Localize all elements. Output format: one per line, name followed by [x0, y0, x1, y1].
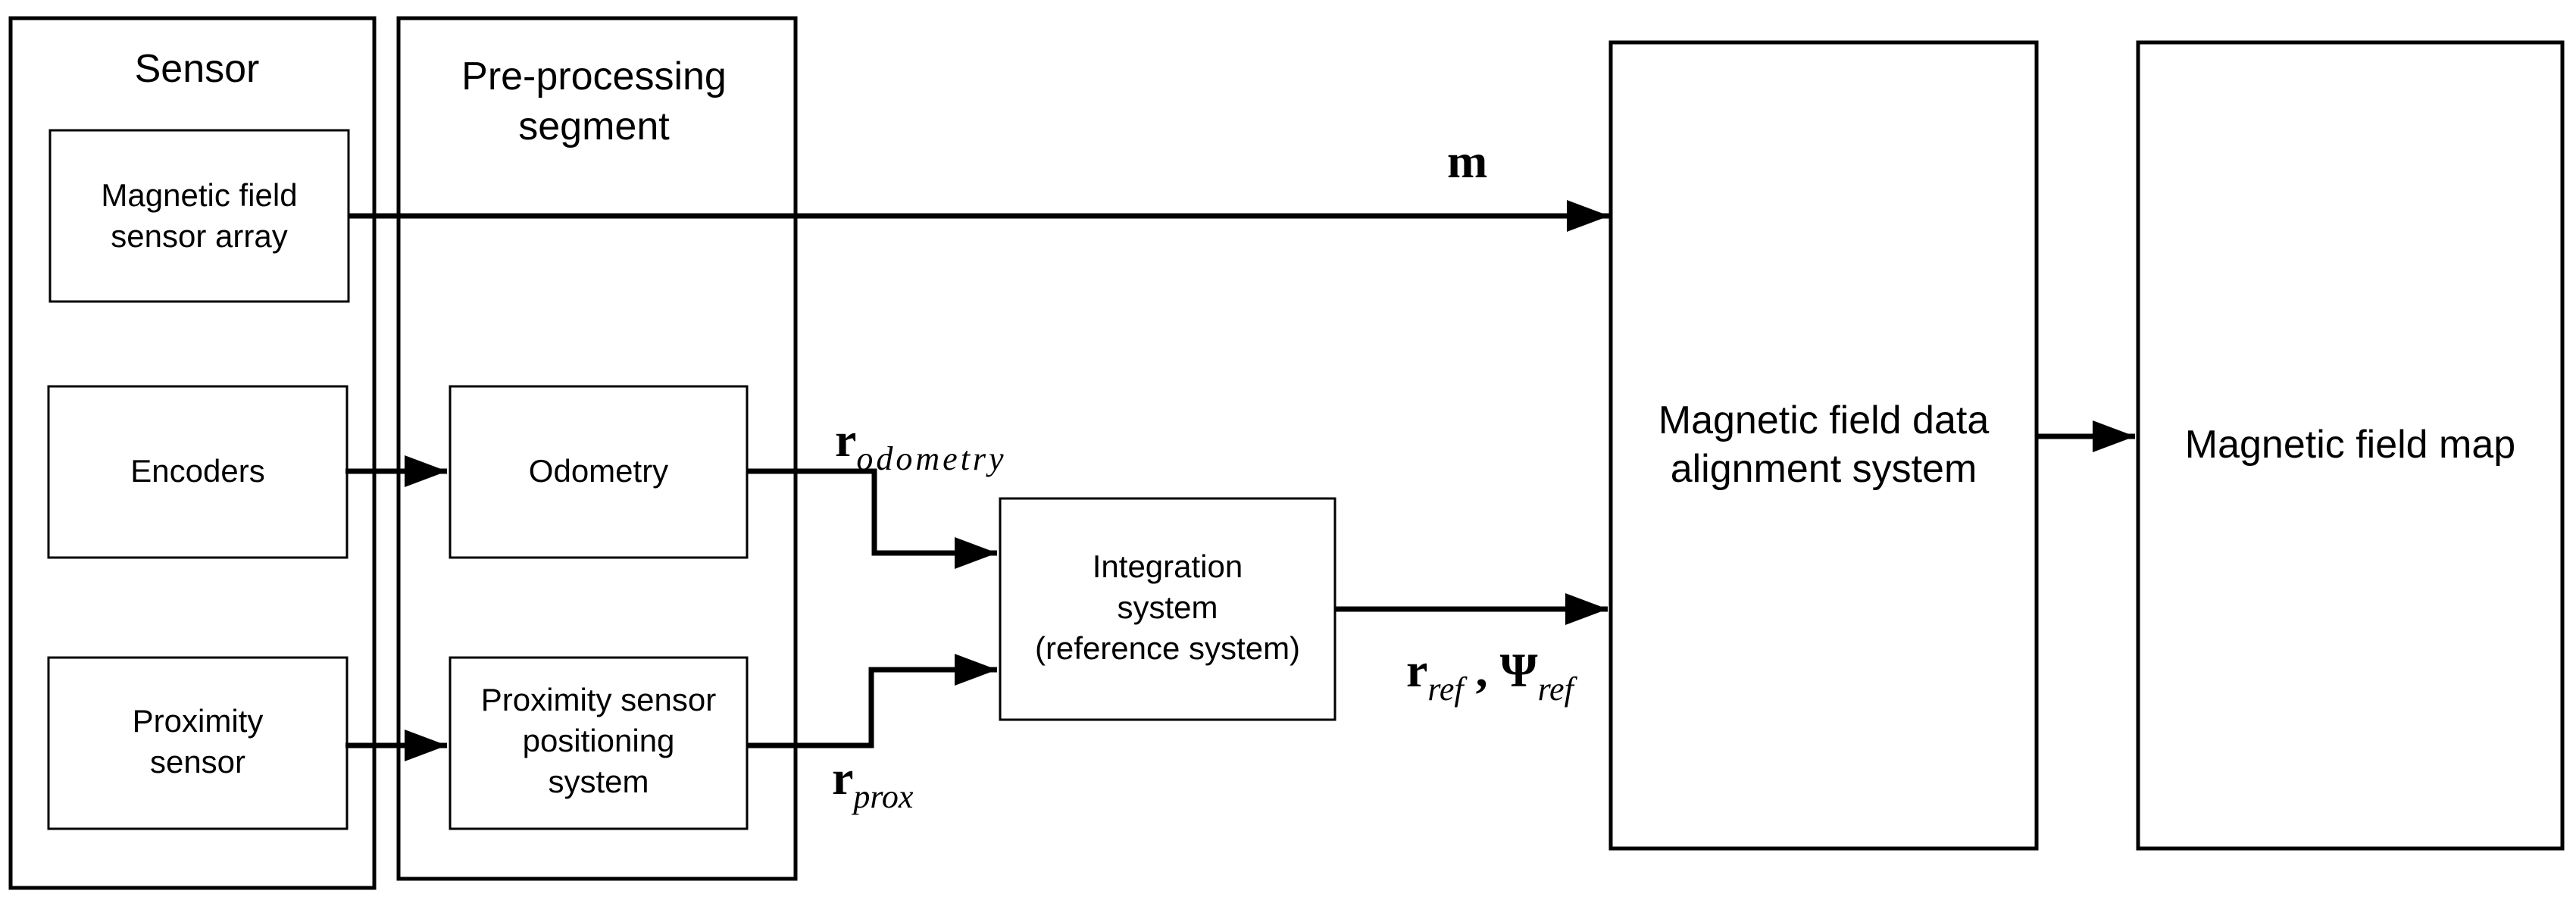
signal-r-ref-symbol: r	[1406, 643, 1427, 697]
alignment-label-line2: alignment system	[1671, 447, 1977, 491]
magnetic-sensor-array-frame	[48, 129, 350, 303]
alignment-label-line1: Magnetic field data	[1658, 398, 1990, 442]
proximity-positioning-label-line3: system	[548, 764, 649, 799]
proximity-positioning-frame	[449, 656, 749, 830]
field-map-frame	[2136, 40, 2565, 851]
integration-system-block: Integration system (reference system)	[999, 497, 1336, 721]
sensor-group-title: Sensor	[135, 47, 260, 91]
proximity-sensor-label-line2: sensor	[150, 744, 245, 780]
odometry-frame	[449, 385, 749, 559]
integration-label-line2: system	[1117, 589, 1218, 625]
alignment-system-block: Magnetic field data alignment system	[1608, 40, 2039, 851]
preprocessing-title-line2: segment	[518, 105, 670, 148]
magnetic-sensor-array-label-line1: Magnetic field	[101, 177, 297, 213]
arrow-positioning-to-integration	[747, 654, 997, 748]
magnetic-sensor-array-label-line2: sensor array	[111, 218, 287, 254]
signal-r-prox-subscript: prox	[851, 778, 913, 815]
proximity-positioning-block: Proximity sensor positioning system	[449, 656, 749, 830]
odometry-label: Odometry	[529, 453, 668, 489]
preprocessing-title-line1: Pre-processing	[461, 55, 727, 98]
field-map-block: Magnetic field map	[2136, 40, 2565, 851]
magnetic-sensor-array-block: Magnetic field sensor array	[48, 129, 350, 303]
integration-system-frame	[999, 497, 1336, 721]
encoders-block: Encoders	[47, 385, 349, 559]
encoders-frame	[47, 385, 349, 559]
signal-r-odometry-symbol: r	[835, 413, 856, 467]
integration-label-line3: (reference system)	[1035, 630, 1300, 666]
proximity-sensor-frame	[47, 656, 349, 830]
signal-r-odometry-label: rodometry	[835, 413, 1007, 477]
integration-label-line1: Integration	[1093, 548, 1243, 584]
signal-psi-ref-subscript: ref	[1538, 670, 1578, 708]
proximity-positioning-label-line1: Proximity sensor	[481, 682, 716, 717]
odometry-block: Odometry	[449, 385, 749, 559]
signal-r-ref-subscript: ref	[1427, 670, 1468, 708]
signal-r-ref-separator: ,	[1464, 643, 1500, 697]
signal-r-odometry-subscript: odometry	[856, 440, 1006, 477]
alignment-system-frame	[1608, 40, 2039, 851]
encoders-label: Encoders	[130, 453, 264, 489]
signal-r-prox-symbol: r	[832, 751, 853, 805]
signal-r-prox-label: rprox	[832, 751, 914, 815]
signal-m-label: m	[1447, 134, 1487, 188]
proximity-positioning-label-line2: positioning	[523, 723, 675, 758]
proximity-sensor-label-line1: Proximity	[133, 703, 264, 739]
proximity-sensor-block: Proximity sensor	[47, 656, 349, 830]
arrow-odometry-to-integration	[747, 468, 997, 569]
field-map-label: Magnetic field map	[2185, 423, 2515, 467]
signal-psi-ref-symbol: Ψ	[1500, 643, 1538, 697]
signal-r-ref-label: rref , Ψref	[1406, 643, 1578, 708]
